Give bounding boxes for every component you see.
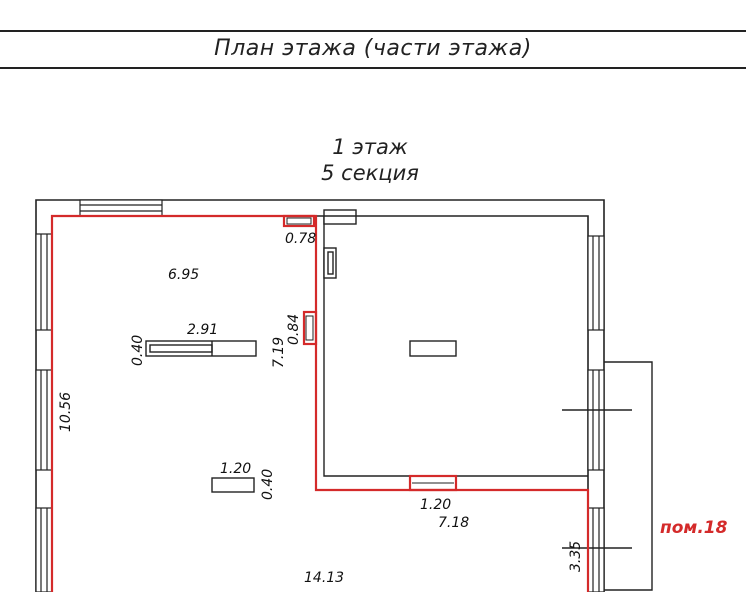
- plan-title: План этажа (части этажа): [214, 36, 532, 61]
- inner-walls: [323, 209, 588, 477]
- dim-niche-width: 2.91: [187, 322, 218, 338]
- dim-column-depth: 0.40: [260, 469, 276, 500]
- outer-walls: [35, 199, 605, 592]
- niche: [145, 340, 257, 357]
- dim-left-height: 10.56: [58, 392, 74, 432]
- right-windows: [587, 235, 605, 592]
- dim-lower-width: 7.18: [438, 515, 469, 531]
- header-top-rule: [0, 30, 746, 32]
- dim-lower-opening: 1.20: [420, 497, 451, 513]
- column: [211, 477, 255, 493]
- dim-right-short: 3.35: [568, 541, 584, 572]
- left-windows: [35, 233, 53, 592]
- dim-opening-top: 0.78: [285, 231, 316, 247]
- section-label: 5 секция: [321, 161, 419, 185]
- floor-caption: 1 этаж 5 секция: [290, 134, 450, 186]
- balcony: [562, 361, 653, 591]
- dim-bottom-width: 14.13: [304, 570, 344, 586]
- top-window: [79, 199, 163, 217]
- dim-inner-height: 7.19: [271, 337, 287, 368]
- dim-wall-gap: 0.84: [286, 314, 302, 345]
- dim-top-width: 6.95: [168, 267, 199, 283]
- header-bottom-rule: [0, 67, 746, 69]
- dim-column-width: 1.20: [220, 461, 251, 477]
- floor-label: 1 этаж: [332, 135, 408, 159]
- room-outline: [50, 214, 590, 592]
- room-label: пом.18: [660, 518, 728, 538]
- dim-niche-depth: 0.40: [130, 335, 146, 366]
